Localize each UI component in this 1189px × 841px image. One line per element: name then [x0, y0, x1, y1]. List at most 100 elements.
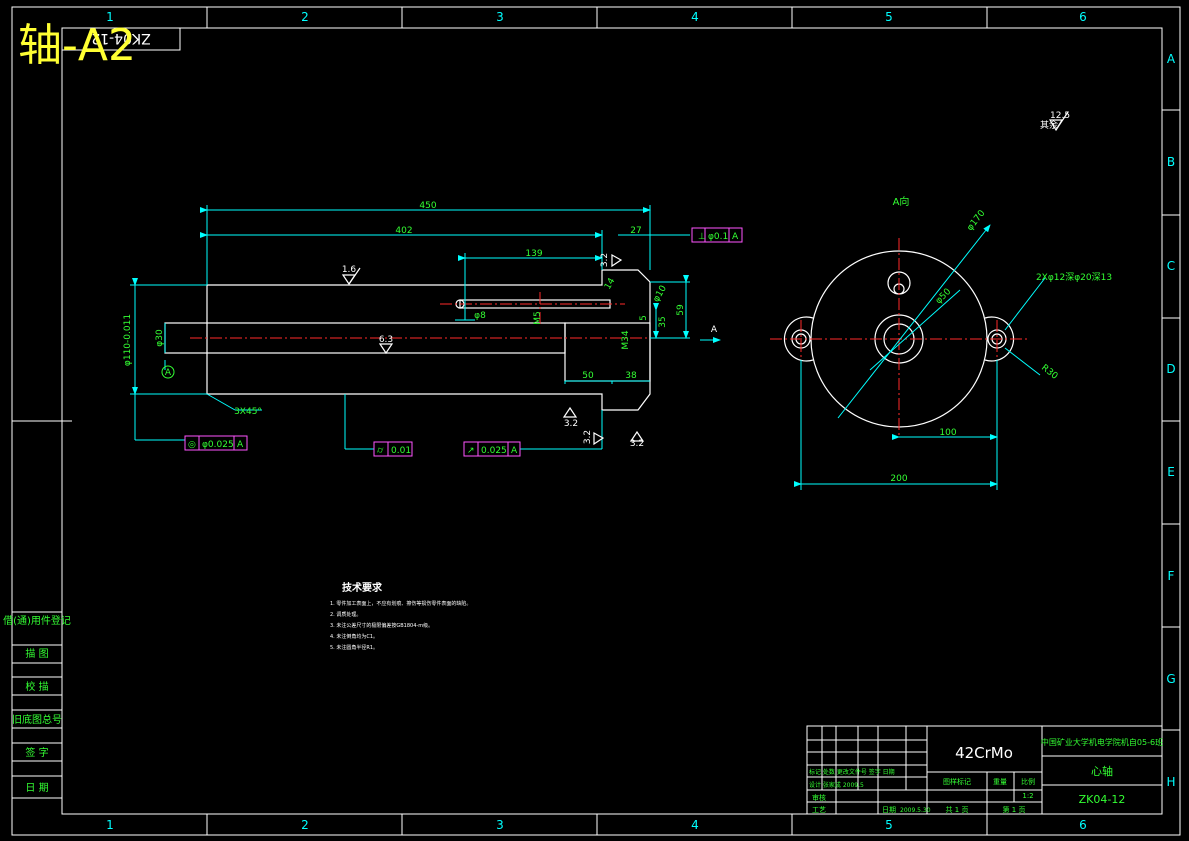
strip-label: 旧底图总号 [12, 713, 62, 726]
grid-row-label: H [1166, 775, 1175, 789]
tol-value: 0.01 [391, 446, 411, 456]
roughness-3-2: 3.2 [564, 419, 578, 429]
overlay-title: 轴-A2 [18, 20, 136, 71]
drawing-no: ZK04-12 [1079, 793, 1126, 806]
scale: 1:2 [1022, 792, 1033, 800]
view-arrow-label: A [711, 325, 718, 335]
strip-label: 校 描 [25, 680, 48, 693]
tol-datum: A [511, 446, 518, 456]
tolerance-perpendicularity: ⊥ φ0.1 A [691, 227, 743, 243]
drawing-number-rotated: ZK04-12 [91, 30, 150, 46]
grid-col-label: 3 [496, 818, 504, 832]
tol-symbol: ⌭ [377, 446, 384, 456]
dim-phi10: φ10 [652, 284, 669, 304]
grid-row-label: F [1168, 569, 1175, 583]
dim-phi110: φ110-0.011 [123, 314, 133, 366]
dim-m34: M34 [621, 330, 631, 349]
front-dimension-lines [130, 205, 721, 450]
tol-value: 0.025 [481, 446, 507, 456]
tech-title: 技术要求 [342, 581, 383, 594]
material: 42CrMo [955, 744, 1013, 762]
tech-item: 3. 未注公差尺寸的极限偏差按GB1804-m级。 [330, 622, 433, 629]
tolerance-concentricity: ◎ φ0.025 A [184, 435, 248, 451]
dim-200: 200 [890, 474, 907, 484]
hole-callout: 2Xφ12深φ20深13 [1036, 272, 1112, 283]
strip-label: 借(通)用件登记 [3, 614, 71, 627]
grid-col-label: 1 [106, 818, 114, 832]
dim-m5: M5 [533, 311, 543, 325]
roughness-value: 12.5 [1050, 111, 1070, 121]
tb-row: 标记 处数 更改文件号 签字 日期 [809, 768, 895, 776]
tb-review: 审核 [812, 793, 826, 802]
school-name: 中国矿业大学机电学院机自05-6班 [1041, 737, 1163, 747]
tolerance-cylindricity: ⌭ 0.01 [373, 441, 413, 457]
tech-requirements: 技术要求 1. 零件加工表面上，不应有划痕、擦伤等损伤零件表面的缺陷。 2. 调… [330, 581, 471, 651]
sheet-total: 共 1 页 [946, 805, 969, 814]
side-strip: 借(通)用件登记 描 图 校 描 旧底图总号 签 字 日 期 [3, 611, 71, 799]
tech-item: 5. 未注圆角半径R1。 [330, 644, 378, 651]
tb-date-label: 日期 [882, 806, 896, 814]
roughness-3-2: 3.2 [630, 439, 644, 449]
tech-item: 2. 调质处理。 [330, 611, 361, 618]
dim-38: 38 [625, 371, 637, 381]
grid-col-label: 4 [691, 10, 699, 24]
tolerance-runout: ↗ 0.025 A [463, 441, 521, 457]
roughness-6-3: 6.3 [379, 335, 393, 345]
grid-row-label: D [1166, 362, 1175, 376]
grid-row-label: C [1167, 259, 1175, 273]
dim-phi170: φ170 [965, 208, 987, 233]
dim-27: 27 [630, 226, 641, 236]
dim-phi30: φ30 [155, 329, 165, 347]
tol-symbol: ↗ [467, 446, 475, 456]
chamfer-note: 3X45° [234, 407, 262, 417]
roughness-1-6: 1.6 [342, 265, 357, 275]
drawing-number-box [61, 27, 181, 51]
roughness-label: 其余 [1040, 119, 1058, 131]
datum-label: A [165, 368, 172, 378]
dim-50: 50 [582, 371, 594, 381]
tol-datum: A [237, 440, 244, 450]
grid-col-label: 6 [1079, 818, 1087, 832]
tb-header: 图样标记 [943, 777, 971, 786]
dim-59: 59 [676, 304, 686, 316]
title-block: 42CrMo 中国矿业大学机电学院机自05-6班 心轴 ZK04-12 图样标记… [806, 725, 1163, 815]
tb-date: 2009.5.30 [900, 807, 931, 814]
dim-450: 450 [419, 201, 436, 211]
front-view [164, 269, 665, 411]
datum-a: A [161, 365, 175, 379]
grid-col-label: 1 [106, 10, 114, 24]
tech-item: 1. 零件加工表面上，不应有划痕、擦伤等损伤零件表面的缺陷。 [330, 600, 471, 607]
dim-35: 35 [658, 316, 668, 327]
part-name: 心轴 [1091, 764, 1113, 778]
dim-phi8: φ8 [474, 311, 486, 321]
tb-process: 工艺 [812, 806, 826, 814]
tech-item: 4. 未注倒角均为C1。 [330, 633, 378, 640]
grid-row-label: A [1167, 52, 1176, 66]
grid-row-label: G [1166, 672, 1175, 686]
tol-datum: A [732, 232, 739, 242]
grid-col-label: 5 [885, 818, 893, 832]
dim-phi50: φ50 [934, 287, 954, 307]
grid-col-label: 4 [691, 818, 699, 832]
grid-col-label: 3 [496, 10, 504, 24]
tol-value: φ0.025 [202, 440, 234, 450]
strip-label: 描 图 [25, 647, 48, 660]
grid-col-label: 2 [301, 818, 309, 832]
grid-row-label: E [1167, 465, 1175, 479]
dim-100: 100 [939, 428, 956, 438]
side-view [770, 238, 1030, 435]
grid-col-label: 6 [1079, 10, 1087, 24]
dim-402: 402 [395, 226, 412, 236]
grid-col-label: 2 [301, 10, 309, 24]
side-dimension-lines [794, 224, 1046, 490]
roughness-symbols [341, 253, 645, 446]
tol-symbol: ⊥ [698, 232, 706, 242]
tb-header: 重量 [993, 778, 1007, 786]
strip-label: 日 期 [25, 782, 48, 794]
tb-header: 比例 [1021, 777, 1035, 786]
dim-139: 139 [525, 249, 542, 259]
roughness-3-2: 3.2 [583, 430, 593, 444]
dim-14: 14 [603, 276, 618, 291]
dim-5: 5 [639, 315, 649, 321]
